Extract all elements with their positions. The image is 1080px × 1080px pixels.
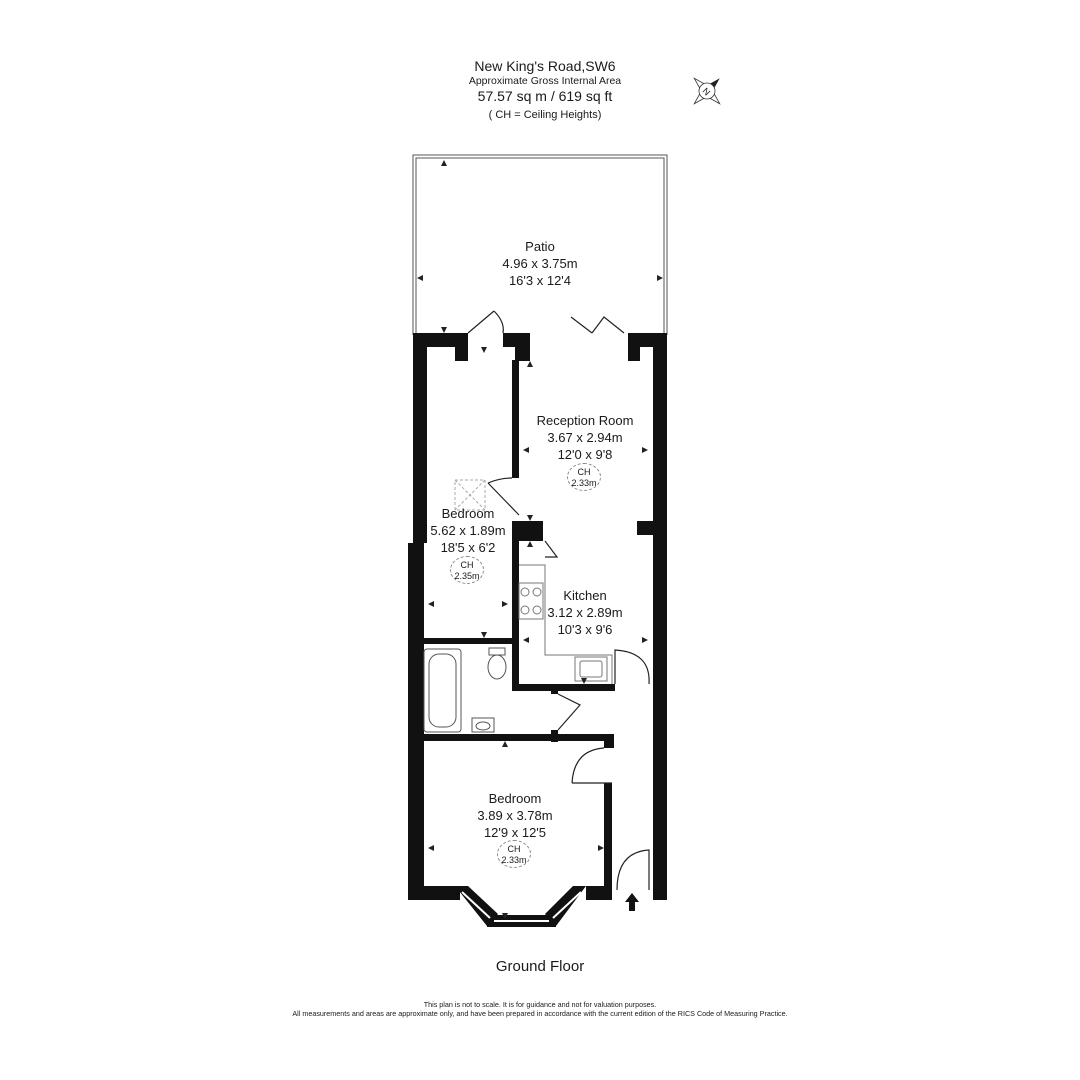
room-name: Patio (525, 239, 555, 254)
room-imperial: 10'3 x 9'6 (557, 622, 613, 637)
room-imperial: 16'3 x 12'4 (508, 273, 572, 288)
room-metric: 3.67 x 2.94m (547, 430, 623, 445)
bay-windows (461, 891, 582, 922)
room-imperial: 18'5 x 6'2 (440, 540, 496, 555)
floor-label: Ground Floor (495, 958, 585, 975)
room-metric: 5.62 x 1.89m (430, 523, 506, 538)
skylight-marker (454, 479, 486, 511)
plan-header: New King's Road,SW6 Approximate Gross In… (380, 58, 710, 123)
area-subtitle: Approximate Gross Internal Area (468, 75, 622, 87)
gross-area: 57.57 sq m / 619 sq ft (477, 88, 613, 104)
patio-outline (412, 154, 668, 335)
doors (467, 310, 650, 891)
room-label-patio: Patio 4.96 x 3.75m 16'3 x 12'4 (480, 238, 600, 289)
entrance-arrow-icon (625, 893, 639, 911)
room-label-reception: Reception Room 3.67 x 2.94m 12'0 x 9'8 (525, 412, 645, 463)
measurement-arrows (417, 160, 663, 919)
ceiling-height-bedroom-rear: CH 2.35m (450, 556, 484, 584)
disclaimer-line-2: All measurements and areas are approxima… (292, 1009, 788, 1018)
ceiling-height-bedroom-front: CH 2.33m (497, 840, 531, 868)
room-name: Reception Room (536, 413, 634, 428)
room-label-bedroom-front: Bedroom 3.89 x 3.78m 12'9 x 12'5 (455, 790, 575, 841)
room-name: Bedroom (488, 791, 542, 806)
kitchen-fixtures (518, 564, 613, 684)
room-imperial: 12'0 x 9'8 (557, 447, 613, 462)
property-address: New King's Road,SW6 (474, 58, 616, 74)
room-name: Kitchen (563, 588, 607, 603)
room-name: Bedroom (441, 506, 495, 521)
ceiling-height-note: ( CH = Ceiling Heights) (488, 109, 602, 121)
room-metric: 3.89 x 3.78m (477, 808, 553, 823)
room-imperial: 12'9 x 12'5 (483, 825, 547, 840)
bathroom-fixtures (423, 647, 507, 733)
room-metric: 3.12 x 2.89m (547, 605, 623, 620)
compass-north-icon (693, 77, 721, 105)
compass-letter: N (700, 86, 712, 98)
disclaimer-line-1: This plan is not to scale. It is for gui… (423, 1000, 657, 1009)
room-metric: 4.96 x 3.75m (502, 256, 578, 271)
room-label-bedroom-rear: Bedroom 5.62 x 1.89m 18'5 x 6'2 (422, 505, 514, 556)
disclaimer: This plan is not to scale. It is for gui… (140, 1000, 940, 1018)
room-label-kitchen: Kitchen 3.12 x 2.89m 10'3 x 9'6 (540, 587, 630, 638)
ceiling-height-reception: CH 2.33m (567, 463, 601, 491)
walls (408, 333, 667, 927)
